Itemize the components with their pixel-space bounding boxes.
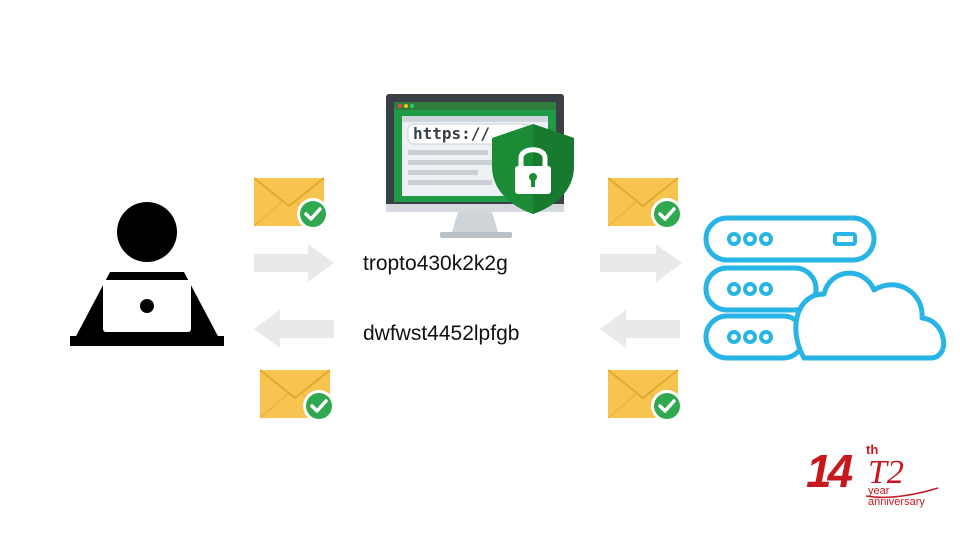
encrypted-incoming-text: dwfwst4452lpfgb [363, 322, 520, 345]
encrypted-outgoing-text: tropto430k2k2g [363, 252, 508, 275]
logo-number: 14 [806, 445, 853, 497]
arrow-left-icon [600, 310, 680, 348]
server-cloud-icon [703, 215, 947, 361]
logo-line1: year [868, 485, 890, 497]
user-laptop-icon [70, 202, 224, 346]
url-text: https:// [413, 124, 491, 143]
arrow-right-icon [600, 244, 682, 282]
envelope-check-icon [607, 369, 683, 422]
logo-mark: T2 [868, 454, 904, 491]
logo-suffix: th [866, 442, 879, 457]
envelope-check-icon [253, 177, 329, 230]
envelope-check-icon [607, 177, 683, 230]
arrow-left-icon [254, 310, 334, 348]
shield-lock-icon [492, 124, 574, 214]
envelope-check-icon [259, 369, 335, 422]
logo-swoosh [865, 487, 939, 499]
anniversary-logo: 14 th T2 year anniversary [806, 442, 946, 512]
arrow-right-icon [254, 244, 334, 282]
logo-line2: anniversary [868, 496, 925, 508]
